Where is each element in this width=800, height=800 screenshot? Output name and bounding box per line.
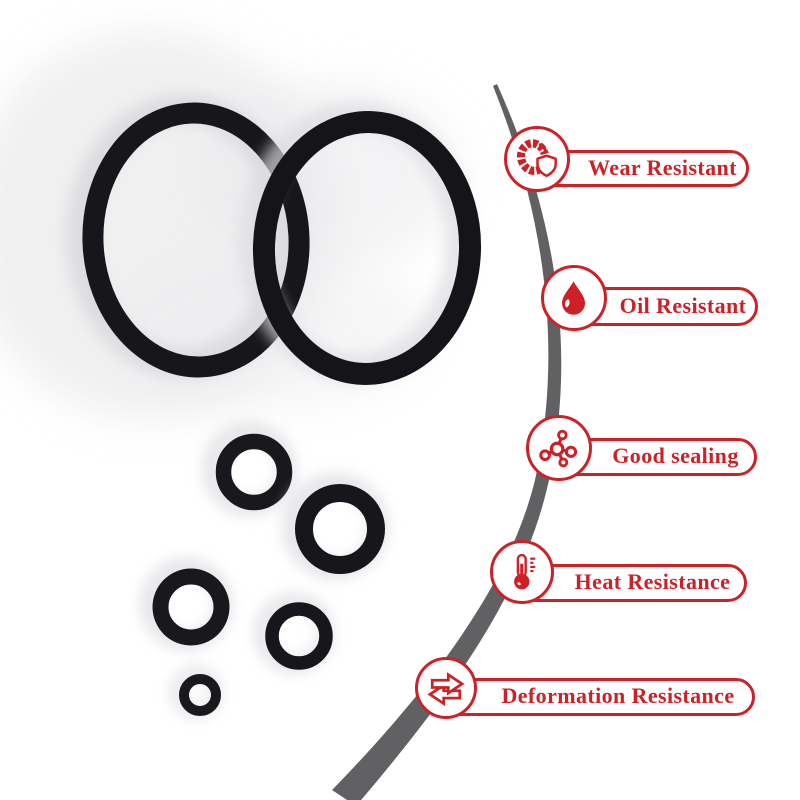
oil-drop-icon-badge xyxy=(541,265,607,331)
feature-label: Heat Resistance xyxy=(574,569,731,594)
molecule-icon-badge xyxy=(526,415,592,481)
large-o-rings xyxy=(66,94,482,385)
divider-arc xyxy=(332,84,562,800)
double-arrow-icon-badge xyxy=(415,657,477,719)
tire-shield-icon xyxy=(516,138,557,178)
feature-label: Deformation Resistance xyxy=(501,683,735,708)
double-arrow-icon xyxy=(427,672,465,707)
small-o-ring-5 xyxy=(179,674,221,716)
feature-label: Wear Resistant xyxy=(588,154,737,180)
large-o-ring-left xyxy=(82,102,310,378)
feature-label: Good sealing xyxy=(612,443,739,468)
small-o-ring-4 xyxy=(265,602,333,670)
feature-pill: Deformation Resistance xyxy=(436,678,755,716)
thermometer-icon xyxy=(514,553,536,590)
thermometer-icon-badge xyxy=(490,540,554,604)
feature-label: Oil Resistant xyxy=(619,292,747,318)
molecule-icon xyxy=(539,429,578,468)
tire-shield-icon-badge xyxy=(504,126,570,192)
small-o-rings xyxy=(140,422,388,718)
large-o-ring-right xyxy=(252,111,482,385)
small-o-ring-2 xyxy=(295,484,385,574)
small-o-ring-3 xyxy=(152,568,230,646)
oil-drop-icon xyxy=(562,281,586,315)
small-o-ring-1 xyxy=(215,433,293,511)
feature-pill: Good sealing xyxy=(550,438,757,476)
